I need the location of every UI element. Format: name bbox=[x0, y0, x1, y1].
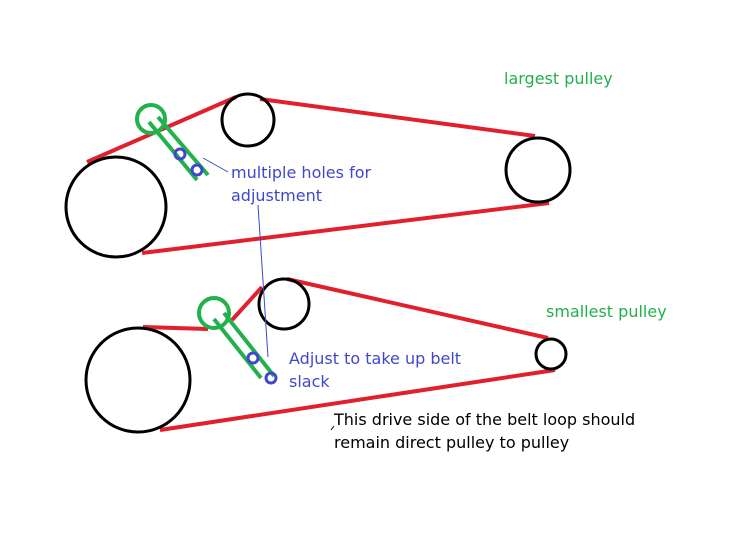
top-belt-lower bbox=[141, 201, 550, 255]
adjust-label-line2: slack bbox=[289, 372, 330, 391]
smallest-pulley-label: smallest pulley bbox=[546, 302, 667, 321]
multiple-holes-label-line1: multiple holes for bbox=[231, 163, 372, 182]
bottom-tensioner-arm-a bbox=[212, 317, 263, 380]
bottom-tensioner-pulley bbox=[197, 296, 231, 330]
top-belt-upper-right bbox=[259, 97, 536, 138]
largest-pulley-label: largest pulley bbox=[504, 69, 613, 88]
top-drive-pulley bbox=[64, 155, 168, 259]
top-tensioner-arm-a bbox=[147, 120, 199, 182]
drive-side-label-line1: This drive side of the belt loop should bbox=[334, 410, 636, 429]
top-hole-2 bbox=[190, 163, 204, 177]
drive-side-label-line2: remain direct pulley to pulley bbox=[334, 433, 570, 452]
holes-pointer-line bbox=[202, 157, 229, 173]
top-idler-pulley bbox=[220, 92, 276, 148]
adjust-label-line1: Adjust to take up belt bbox=[289, 349, 462, 368]
top-assembly bbox=[64, 92, 572, 259]
bottom-belt-upper bbox=[286, 277, 549, 340]
bottom-belt-lower bbox=[159, 368, 556, 432]
bottom-drive-pulley bbox=[84, 326, 192, 434]
bottom-belt-left bbox=[142, 325, 209, 331]
drive-side-pointer-line bbox=[330, 425, 335, 431]
multiple-holes-label-line2: adjustment bbox=[231, 186, 322, 205]
bottom-belt-mid bbox=[230, 285, 264, 322]
bottom-idler-pulley bbox=[257, 277, 311, 331]
bottom-tensioner-arm-b bbox=[222, 311, 276, 378]
bottom-hole-2 bbox=[264, 371, 278, 385]
top-hole-1 bbox=[173, 147, 187, 161]
top-largest-pulley bbox=[504, 136, 572, 204]
top-tensioner-pulley bbox=[135, 103, 167, 135]
bottom-assembly bbox=[84, 277, 568, 434]
bottom-smallest-pulley bbox=[534, 337, 568, 371]
adjust-pointer-line bbox=[257, 204, 269, 358]
bottom-hole-1 bbox=[246, 351, 260, 365]
